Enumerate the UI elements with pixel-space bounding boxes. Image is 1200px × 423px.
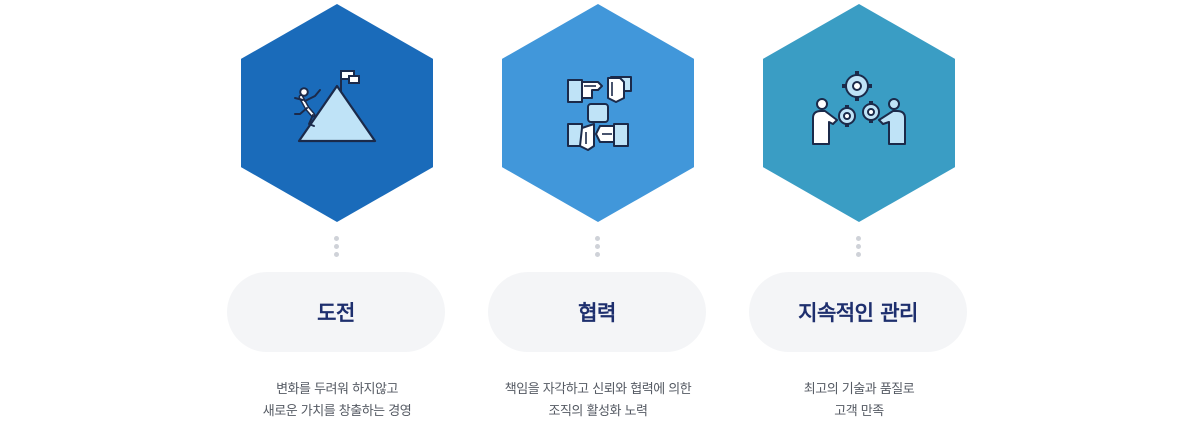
value-card-challenge: 도전 변화를 두려워 하지않고 새로운 가치를 창출하는 경영 xyxy=(227,0,447,422)
value-title-pill: 협력 xyxy=(488,272,706,352)
value-title-pill: 지속적인 관리 xyxy=(749,272,967,352)
connector-dots xyxy=(856,236,862,258)
description-line: 고객 만족 xyxy=(834,404,884,419)
value-title: 도전 xyxy=(317,301,355,325)
connector-dots xyxy=(595,236,601,258)
description-line: 책임을 자각하고 신뢰와 협력에 의한 xyxy=(504,382,692,397)
value-description: 책임을 자각하고 신뢰와 협력에 의한 조직의 활성화 노력 xyxy=(468,379,728,423)
value-description: 변화를 두려워 하지않고 새로운 가치를 창출하는 경영 xyxy=(207,379,467,423)
value-title: 지속적인 관리 xyxy=(798,301,918,325)
value-title: 협력 xyxy=(578,301,616,325)
description-line: 조직의 활성화 노력 xyxy=(548,404,648,419)
four-hands-teamwork-icon xyxy=(567,76,632,151)
people-gears-management-icon xyxy=(812,71,906,145)
description-line: 변화를 두려워 하지않고 xyxy=(276,382,398,397)
connector-dots xyxy=(334,236,340,258)
value-description: 최고의 기술과 품질로 고객 만족 xyxy=(729,379,989,423)
value-card-cooperation: 협력 책임을 자각하고 신뢰와 협력에 의한 조직의 활성화 노력 xyxy=(488,0,708,422)
description-line: 새로운 가치를 창출하는 경영 xyxy=(262,404,412,419)
value-title-pill: 도전 xyxy=(227,272,445,352)
mountain-climber-flag-icon xyxy=(294,70,377,143)
description-line: 최고의 기술과 품질로 xyxy=(803,382,915,397)
value-card-continuous-management: 지속적인 관리 최고의 기술과 품질로 고객 만족 xyxy=(749,0,969,422)
